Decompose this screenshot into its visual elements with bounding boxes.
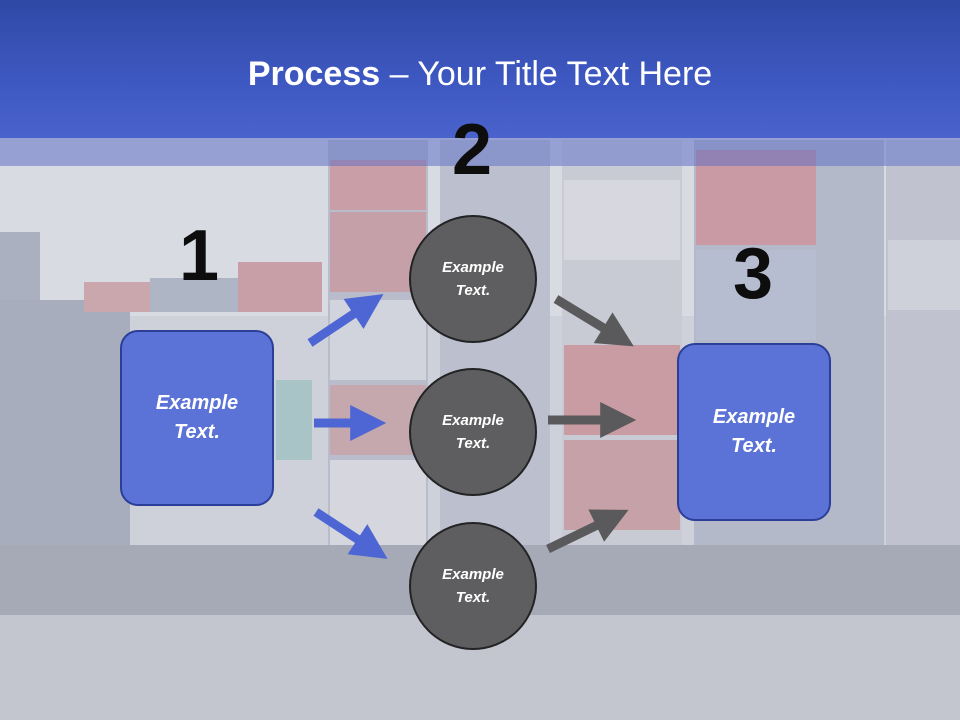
header-band <box>0 138 960 166</box>
circle-bottom-text: Example Text. <box>442 566 504 606</box>
arrow-1-to-2a <box>307 294 384 347</box>
step-2-circle-middle: Example Text. <box>409 368 537 496</box>
title-bold: Process <box>247 55 381 93</box>
step-2-circle-bottom: Example Text. <box>409 522 537 650</box>
title-rest: – Your Title Text Here <box>380 55 713 93</box>
slide-title: Process – Your Title Text Here <box>0 52 960 96</box>
circle-middle-text: Example Text. <box>442 412 504 452</box>
circle-top-text: Example Text. <box>442 259 504 299</box>
arrow-1-to-2c <box>313 508 388 559</box>
step-1-box: Example Text. <box>120 330 274 506</box>
step-2-circle-top: Example Text. <box>409 215 537 343</box>
step-number-1: 1 <box>178 216 220 296</box>
header-bar <box>0 0 960 138</box>
step-1-text: Example Text. <box>155 392 239 443</box>
arrow-2c-to-3 <box>546 509 629 554</box>
step-number-3: 3 <box>732 234 774 314</box>
arrow-2a-to-3 <box>553 295 634 347</box>
step-number-2: 2 <box>451 110 493 190</box>
step-3-text: Example Text. <box>712 406 796 457</box>
step-3-box: Example Text. <box>677 343 831 521</box>
